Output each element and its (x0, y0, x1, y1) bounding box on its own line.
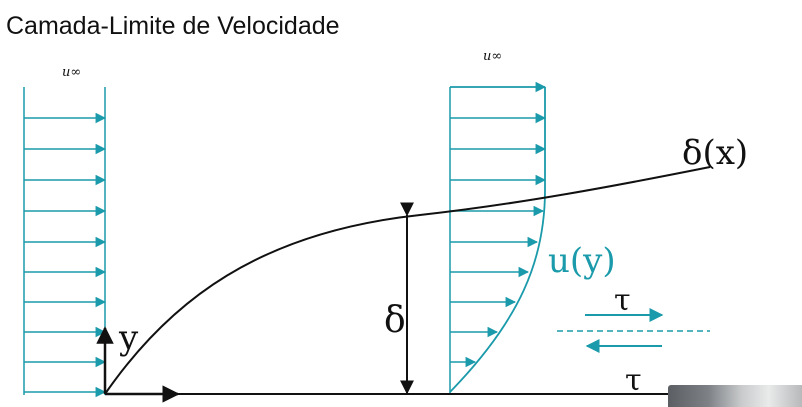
tau-label-top: τ (614, 283, 631, 318)
page-title: Camada-Limite de Velocidade (6, 12, 340, 40)
video-thumbnail (668, 385, 802, 407)
delta-label: δ (384, 300, 406, 341)
u-y-label: u(y) (548, 241, 616, 281)
u-inf-label-left: u∞ (62, 65, 81, 80)
velocity-profile-curve (449, 87, 546, 393)
freestream-profile-left (23, 87, 107, 398)
u-inf-label-right: u∞ (483, 49, 502, 64)
velocity-profile-right (449, 81, 547, 395)
delta-x-label: δ(x) (682, 133, 748, 173)
y-axis-label: y (118, 318, 139, 358)
boundary-layer-curve (104, 166, 711, 395)
tau-label-bottom: τ (625, 363, 642, 398)
